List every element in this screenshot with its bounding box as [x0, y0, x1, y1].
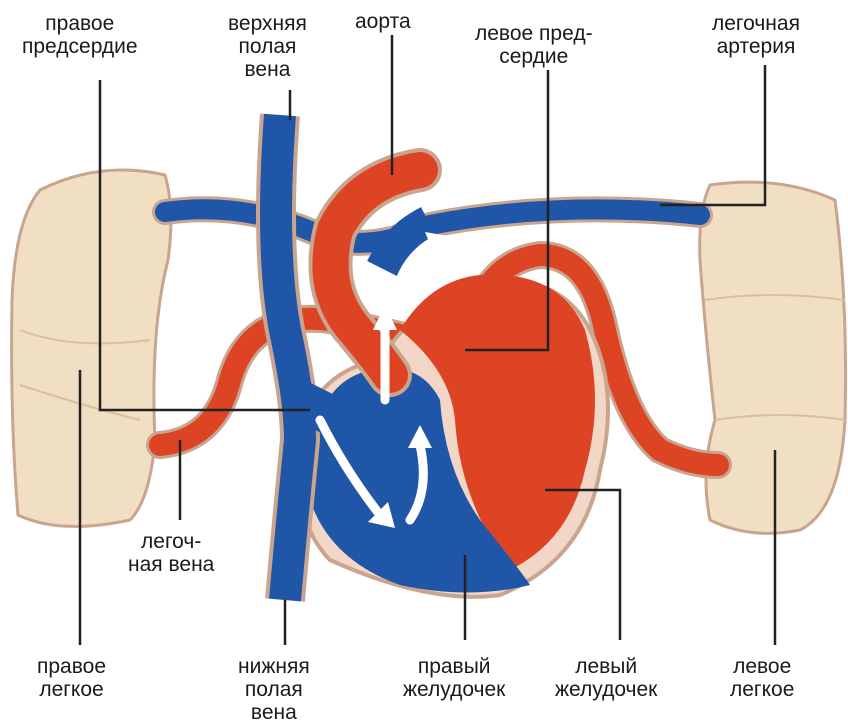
label-right-ventricle: правый желудочек — [403, 655, 505, 701]
label-right-atrium: правое предсердие — [22, 12, 138, 58]
label-left-ventricle: левый желудочек — [555, 655, 657, 701]
label-left-atrium: левое пред- сердие — [475, 22, 593, 68]
right-lung-shape — [12, 170, 171, 526]
label-pulmonary-vein: легоч- ная вена — [128, 530, 214, 576]
label-inferior-vena-cava: нижняя полая вена — [238, 655, 310, 724]
left-lung-shape — [700, 182, 846, 533]
label-left-lung: левое легкое — [730, 655, 794, 701]
label-superior-vena-cava: верхняя полая вена — [228, 12, 307, 81]
label-aorta: аорта — [355, 10, 411, 33]
label-pulmonary-artery: легочная артерия — [712, 12, 800, 58]
label-right-lung: правое легкое — [37, 655, 106, 701]
